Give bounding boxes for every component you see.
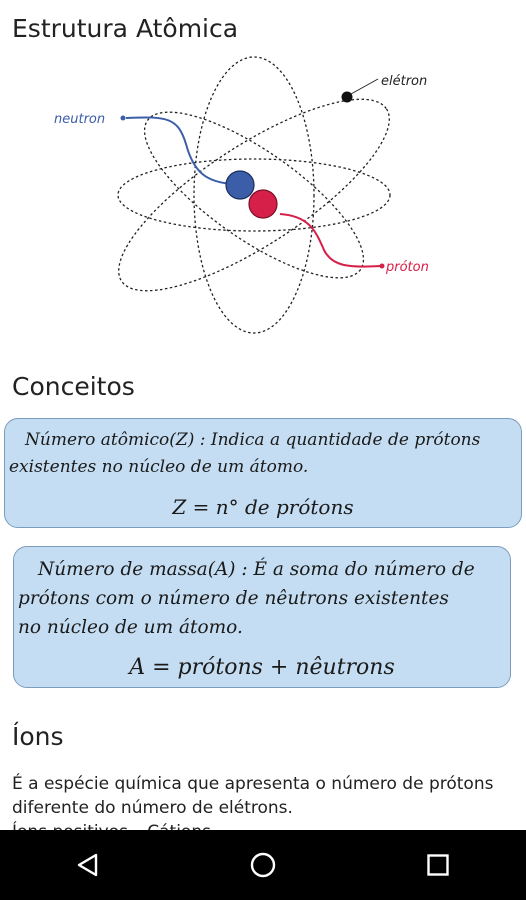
- back-button[interactable]: [53, 835, 123, 895]
- home-button[interactable]: [228, 835, 298, 895]
- back-icon: [77, 853, 97, 877]
- neutron-pointer: [125, 116, 233, 185]
- proton-label: próton: [385, 260, 429, 275]
- proton-pointer: [279, 213, 381, 268]
- atom-diagram: neutron elétron próton: [54, 56, 429, 334]
- neutron-label: neutron: [54, 112, 105, 127]
- neutron-particle: [225, 170, 255, 200]
- ions-paragraph: É a espécie química que apresenta o núme…: [12, 774, 494, 818]
- atomic-number-text-line2: existentes no núcleo de um átomo.: [9, 457, 309, 477]
- ions-description: É a espécie química que apresenta o núme…: [12, 772, 524, 830]
- mass-number-formula: A = prótons + nêutrons: [129, 655, 395, 680]
- page-title: Estrutura Atômica: [12, 14, 239, 43]
- system-navigation-bar: [0, 830, 526, 900]
- home-icon: [250, 852, 276, 878]
- electron: [341, 91, 353, 103]
- electron-pointer: [350, 78, 379, 95]
- electron-label: elétron: [381, 74, 427, 89]
- mass-number-text-line2: prótons com o número de nêutrons existen…: [18, 588, 449, 609]
- orbit-vertical: [193, 56, 315, 334]
- recents-button[interactable]: [403, 835, 473, 895]
- section-title-concepts: Conceitos: [12, 372, 135, 401]
- atomic-number-box: Número atômico(Z) : Indica a quantidade …: [4, 418, 522, 528]
- proton-particle: [248, 189, 278, 219]
- recents-icon: [427, 854, 450, 876]
- mass-number-box: Número de massa(A) : É a soma do número …: [13, 546, 511, 688]
- orbit-tilted-left: [143, 111, 365, 279]
- atomic-number-formula: Z = n° de prótons: [172, 495, 354, 519]
- orbit-tilted-right: [118, 98, 390, 292]
- orbit-horizontal: [117, 158, 391, 232]
- neutron-pointer-dot: [120, 115, 126, 121]
- scroll-content[interactable]: Estrutura Atômica neutron elétron próton…: [0, 0, 526, 830]
- mass-number-text-line3: no núcleo de um átomo.: [18, 617, 243, 638]
- proton-pointer-dot: [379, 263, 385, 269]
- ions-next-line: Íons positivos – Cátions: [12, 820, 524, 830]
- atomic-number-text-line1: Número atômico(Z) : Indica a quantidade …: [25, 430, 481, 450]
- mass-number-text-line1: Número de massa(A) : É a soma do número …: [38, 559, 475, 580]
- section-title-ions: Íons: [12, 722, 64, 751]
